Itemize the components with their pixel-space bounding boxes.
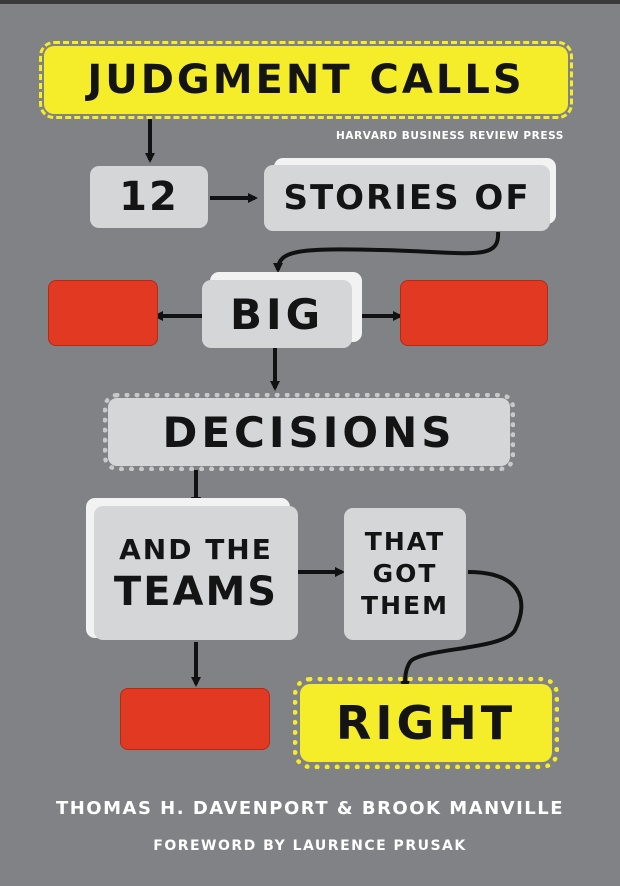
right-box: RIGHT — [293, 677, 559, 769]
number-label: 12 — [119, 174, 179, 220]
big-label: BIG — [229, 289, 325, 339]
red-box-bottom — [120, 688, 270, 750]
teams-box: AND THE TEAMS — [94, 506, 298, 640]
arrow-that-to-right — [400, 570, 524, 691]
got-label: GOT — [372, 559, 438, 588]
and-the-label: AND THE — [119, 533, 273, 566]
foreword-line: FOREWORD BY LAURENCE PRUSAK — [153, 838, 467, 854]
stories-label: STORIES OF — [283, 178, 531, 218]
decisions-box: DECISIONS — [103, 393, 515, 471]
red-box-left — [48, 280, 158, 346]
big-box: BIG — [202, 280, 352, 348]
book-title: JUDGMENT CALLS — [87, 57, 525, 103]
that-got-them-box: THAT GOT THEM — [344, 508, 466, 640]
red-box-right — [400, 280, 548, 346]
that-label: THAT — [364, 527, 446, 556]
decisions-label: DECISIONS — [162, 407, 456, 457]
number-box: 12 — [90, 166, 208, 228]
them-label: THEM — [361, 591, 449, 620]
stories-box: STORIES OF — [264, 165, 550, 231]
title-box: JUDGMENT CALLS — [39, 41, 573, 119]
publisher-name: HARVARD BUSINESS REVIEW PRESS — [336, 130, 564, 142]
authors-line: THOMAS H. DAVENPORT & BROOK MANVILLE — [55, 798, 565, 819]
top-border — [0, 0, 620, 4]
teams-label: TEAMS — [113, 569, 279, 615]
arrow-stories-to-big — [273, 231, 501, 273]
right-label: RIGHT — [335, 696, 517, 750]
